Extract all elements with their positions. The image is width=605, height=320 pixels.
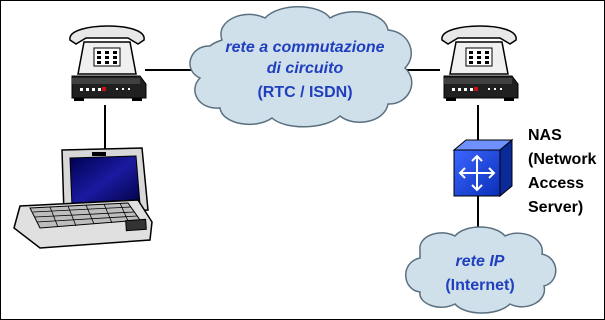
laptop: [13, 147, 153, 249]
wan-cloud: rete a commutazione di circuito (RTC / I…: [189, 6, 413, 128]
cloud-icon: [189, 6, 413, 128]
cloud-icon: [405, 226, 557, 314]
left-telephone-modem: [69, 25, 147, 101]
wan-cloud-line2: di circuito: [267, 60, 344, 77]
ip-cloud-line1: rete IP: [456, 253, 505, 270]
nas-label-line3: Access: [528, 175, 584, 192]
nas-label-line1: NAS: [528, 127, 562, 144]
laptop-icon: [13, 147, 153, 249]
ip-cloud-line2: (Internet): [445, 277, 514, 294]
nas-label-line4: Server): [528, 199, 583, 216]
nas-label-line2: (Network: [528, 151, 597, 168]
telephone-modem-icon: [441, 25, 519, 101]
wan-cloud-line3: (RTC / ISDN): [257, 84, 352, 101]
nas-router-icon: [452, 138, 514, 198]
wan-cloud-line1: rete a commutazione: [225, 39, 384, 56]
ip-cloud: rete IP (Internet): [405, 226, 557, 314]
nas-device: NAS (Network Access Server): [452, 127, 597, 216]
right-telephone-modem: [441, 25, 519, 101]
telephone-modem-icon: [69, 25, 147, 101]
